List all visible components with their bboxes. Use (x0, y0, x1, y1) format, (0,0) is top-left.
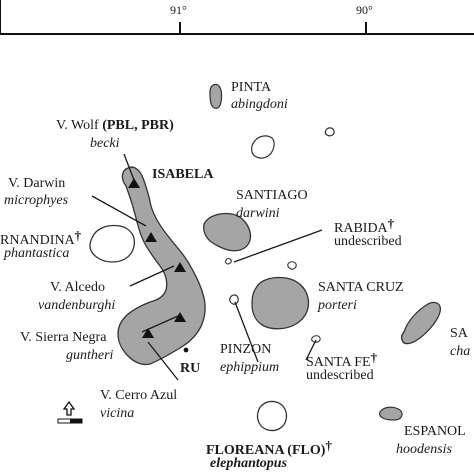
north-arrow-icon (57, 400, 83, 424)
rabida-label: RABIDA† (334, 216, 394, 237)
santa-fe-island (311, 335, 321, 343)
santa-fe-name: SANTA FE (306, 355, 371, 370)
fernandina-taxon: phantastica (4, 246, 70, 261)
floreana-label: FLOREANA (FLO)† (206, 438, 332, 459)
floreana-extinct-mark: † (325, 438, 332, 453)
pinta-island (209, 83, 223, 109)
pinta-name: PINTA (231, 80, 272, 95)
longitude-91-label: 91° (170, 3, 187, 17)
santa-fe-taxon: undescribed (306, 368, 374, 383)
volcano-darwin-name: V. Darwin (8, 176, 66, 191)
santa-fe-extinct-mark: † (370, 350, 378, 365)
volcano-wolf-name: V. Wolf (56, 118, 99, 133)
floreana-island (256, 400, 288, 432)
santiago-taxon: darwini (236, 206, 280, 221)
pinzon-taxon: ephippium (220, 360, 280, 375)
volcano-alcedo-taxon: vandenburghi (38, 298, 116, 313)
marchena-island (251, 135, 275, 159)
isabela-name: ISABELA (152, 167, 214, 182)
espanola-taxon: hoodensis (396, 442, 452, 457)
fernandina-label: RNANDINA† (0, 228, 81, 249)
islet-seymour (287, 261, 297, 270)
rabida-taxon: undescribed (334, 234, 402, 249)
volcano-darwin-icon (145, 232, 157, 242)
san-cristobal-taxon: cha (450, 344, 471, 359)
volcano-darwin-taxon: microphyes (4, 193, 69, 208)
floreana-name: FLOREANA (FLO) (206, 443, 326, 458)
rabida-name: RABIDA (334, 221, 388, 236)
san-cristobal-island (400, 301, 442, 345)
santa-cruz-name: SANTA CRUZ (318, 280, 404, 295)
fernandina-name: RNANDINA (0, 233, 75, 248)
santiago-name: SANTIAGO (236, 188, 308, 203)
fernandina-island (89, 224, 136, 263)
volcano-alcedo-name: V. Alcedo (50, 280, 105, 295)
volcano-wolf-icon (128, 178, 140, 188)
pinta-taxon: abingdoni (231, 97, 288, 112)
pinzon-name: PINZON (220, 342, 272, 357)
volcano-cerro-azul-name: V. Cerro Azul (100, 388, 178, 403)
floreana-taxon: elephantopus (210, 456, 288, 471)
santa-fe-label: SANTA FE† (306, 350, 377, 371)
volcano-cerro-azul-taxon: vicina (100, 406, 135, 421)
isabela-island (117, 166, 206, 366)
fernandina-extinct-mark: † (74, 228, 82, 243)
volcano-wolf-taxon: becki (90, 136, 120, 151)
volcano-wolf-codes: (PBL, PBR) (102, 118, 174, 133)
rabida-island (225, 257, 232, 265)
espanola-name: ESPANOL (404, 424, 466, 439)
santiago-island (203, 212, 252, 252)
san-cristobal-name: SA (450, 326, 468, 341)
volcano-sierra-negra-name: V. Sierra Negra (20, 330, 107, 345)
espanola-island (379, 406, 403, 421)
longitude-90-label: 90° (356, 3, 373, 17)
volcano-wolf-label: V. Wolf (PBL, PBR) (56, 118, 174, 134)
volcano-sierra-negra-icon (174, 312, 186, 322)
ru-label: RU (180, 361, 201, 376)
volcano-cerro-azul-icon (142, 328, 154, 338)
rabida-extinct-mark: † (387, 216, 395, 231)
genovesa-island (324, 127, 335, 137)
santa-cruz-island (251, 276, 310, 330)
pinzon-island (229, 294, 239, 305)
volcano-sierra-negra-taxon: guntheri (66, 348, 114, 363)
leader-lines (91, 153, 323, 381)
ru-site-marker (183, 347, 189, 353)
santa-cruz-taxon: porteri (318, 298, 357, 313)
volcano-alcedo-icon (174, 262, 186, 272)
